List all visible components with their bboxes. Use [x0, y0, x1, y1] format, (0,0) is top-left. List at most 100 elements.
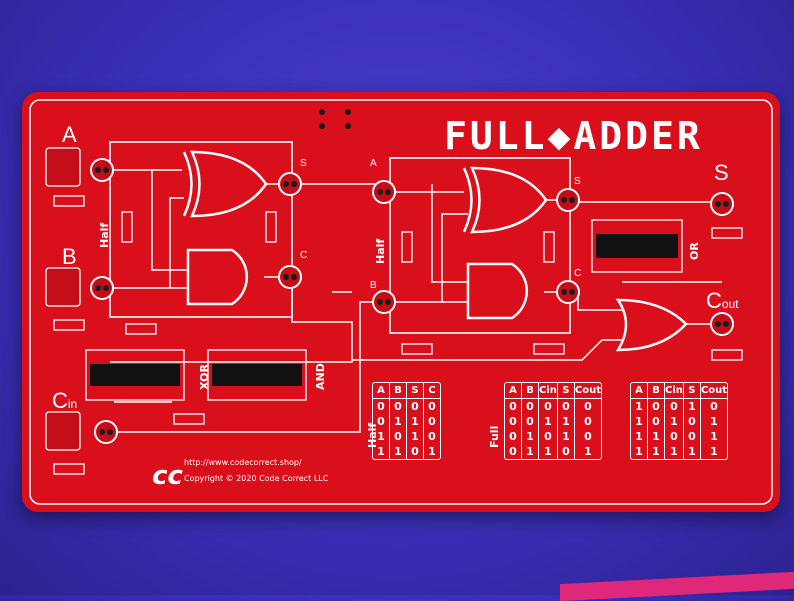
truth-table-cell: 1	[557, 414, 575, 429]
ic-marking: W313484ASF41	[212, 373, 256, 380]
truth-table-cell: 1	[631, 429, 648, 444]
truth-table-header: S	[406, 383, 424, 399]
truth-table-cell: 0	[389, 429, 407, 444]
truth-table-cell: 0	[373, 398, 390, 414]
truth-table-cell: 0	[505, 398, 522, 414]
truth-table-cell: 0	[584, 400, 592, 413]
input-cin-label: Cin	[52, 388, 78, 413]
pin-c1-label: C	[300, 250, 308, 261]
or-chip-label: OR	[688, 242, 701, 260]
truth-table-cell: 1	[683, 444, 701, 459]
truth-table-cell: 1	[683, 398, 701, 414]
pin-s1-label: S	[300, 158, 307, 169]
code-correct-logo-icon: cc	[152, 461, 183, 491]
truth-table-cell: 0	[428, 430, 436, 443]
truth-table-header: S	[683, 383, 701, 399]
truth-table-cell: 1	[557, 429, 575, 444]
truth-table-cell: 0	[647, 398, 665, 414]
truth-table-header: B	[389, 383, 407, 399]
output-s-label: S	[714, 160, 729, 185]
truth-table-header: Cin	[538, 383, 558, 399]
truth-table-header: Cout	[574, 383, 601, 399]
truth-table-cell: 0	[406, 444, 424, 459]
pin-s2-label: S	[574, 176, 581, 187]
pin-a2-label: A	[370, 158, 377, 169]
truth-table-header: A	[373, 383, 390, 399]
truth-table-header: B	[647, 383, 665, 399]
truth-table-cell: 1	[373, 429, 390, 444]
truth-table-cell: 0	[428, 415, 436, 428]
full-table-side-label: Full	[488, 425, 501, 448]
truth-table-cell: 1	[428, 445, 436, 458]
truth-table-cell: 0	[389, 398, 407, 414]
truth-table-cell: 1	[710, 445, 718, 458]
board-title: FULL◆ADDER	[444, 114, 703, 158]
truth-table-cell: 1	[406, 429, 424, 444]
truth-table-cell: 1	[538, 444, 558, 459]
truth-table-cell: 0	[683, 414, 701, 429]
output-cout-label: Cout	[706, 288, 739, 313]
truth-table-header: Cout	[700, 383, 727, 399]
truth-table-cell: 0	[664, 429, 684, 444]
truth-table-header: A	[631, 383, 648, 399]
truth-table-cell: 0	[428, 400, 436, 413]
truth-table-cell: 1	[647, 429, 665, 444]
pin-b2-label: B	[370, 280, 377, 291]
truth-table-cell: 0	[406, 398, 424, 414]
truth-table-cell: 1	[538, 414, 558, 429]
truth-table-cell: 0	[710, 400, 718, 413]
truth-table-cell: 0	[505, 444, 522, 459]
xor-chip-label: XOR	[198, 364, 211, 390]
truth-table-cell: 1	[389, 414, 407, 429]
truth-table-cell: 1	[406, 414, 424, 429]
input-b-label: B	[62, 244, 77, 269]
truth-table-cell: 0	[647, 414, 665, 429]
truth-table-cell: 0	[373, 414, 390, 429]
truth-table-cell: 1	[710, 415, 718, 428]
truth-table-header: B	[521, 383, 539, 399]
truth-table-cell: 1	[521, 444, 539, 459]
truth-table-cell: 0	[538, 429, 558, 444]
truth-table-cell: 0	[521, 414, 539, 429]
pcb-board: cc FULL◆ADDER A B Cin S Cout Half Half S…	[22, 92, 780, 512]
background-stripe	[560, 571, 794, 601]
input-a-label: A	[62, 122, 77, 147]
truth-table-cell: 1	[373, 444, 390, 459]
truth-table-cell: 0	[557, 444, 575, 459]
truth-table-cell: 0	[505, 429, 522, 444]
half-adder-right-label: Half	[374, 238, 387, 264]
truth-table-cell: 1	[710, 430, 718, 443]
circuit-drawing: cc	[29, 99, 773, 505]
truth-table-cell: 1	[664, 414, 684, 429]
truth-table-cell: 1	[631, 444, 648, 459]
copyright-text: Copyright © 2020 Code Correct LLC	[184, 474, 329, 483]
truth-table-cell: 0	[505, 414, 522, 429]
truth-table-cell: 0	[521, 398, 539, 414]
truth-table-cell: 1	[631, 414, 648, 429]
truth-table-cell: 1	[647, 444, 665, 459]
website-url: http://www.codecorrect.shop/	[184, 458, 302, 467]
truth-table-header: S	[557, 383, 575, 399]
truth-table-cell: 0	[538, 398, 558, 414]
and-chip-label: AND	[314, 363, 327, 390]
truth-table-cell: 1	[631, 398, 648, 414]
half-adder-left-label: Half	[98, 222, 111, 248]
truth-table-header: A	[505, 383, 522, 399]
truth-table-cell: 1	[584, 445, 592, 458]
